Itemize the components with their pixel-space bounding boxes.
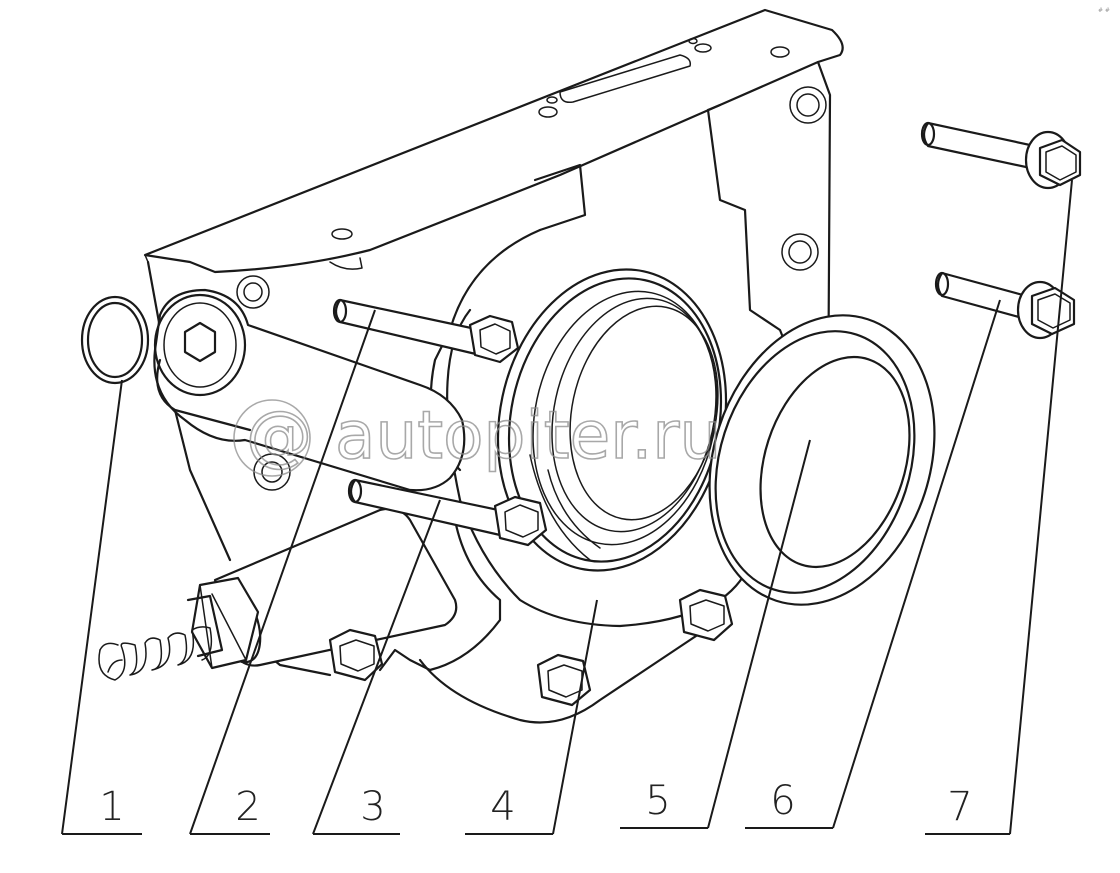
grease-nipple bbox=[331, 228, 353, 240]
corner-mark: # # bbox=[1098, 7, 1110, 14]
plate-slot bbox=[559, 54, 692, 104]
callout-1: 1 bbox=[99, 784, 124, 830]
stud bbox=[347, 478, 548, 547]
callout-6: 6 bbox=[770, 778, 795, 824]
leader-lines bbox=[61, 179, 1073, 835]
socket-head-icon bbox=[183, 321, 217, 363]
callout-5: 5 bbox=[645, 778, 670, 824]
callout-3: 3 bbox=[360, 784, 385, 830]
watermark-logo-icon: @ bbox=[246, 397, 312, 474]
watermark-text: autopiter.ru bbox=[335, 397, 721, 474]
o-ring bbox=[80, 295, 150, 385]
callout-2: 2 bbox=[235, 784, 260, 830]
callout-labels: 1 2 3 4 5 6 7 bbox=[99, 778, 972, 830]
flange-bolt bbox=[920, 121, 1082, 340]
mounting-plate bbox=[143, 8, 844, 274]
lever-boss bbox=[153, 293, 247, 397]
adjuster-spring bbox=[98, 576, 260, 681]
hex-bolt-head-icon bbox=[468, 314, 520, 364]
housing bbox=[143, 8, 844, 724]
seal-ring bbox=[708, 314, 936, 606]
callout-7: 7 bbox=[947, 784, 972, 830]
callout-4: 4 bbox=[490, 784, 515, 830]
watermark: @ autopiter.ru bbox=[233, 396, 722, 477]
plate-hole bbox=[538, 106, 558, 118]
coil-spring bbox=[98, 626, 213, 681]
lever-arm bbox=[153, 288, 466, 492]
long-stud bbox=[332, 298, 520, 364]
